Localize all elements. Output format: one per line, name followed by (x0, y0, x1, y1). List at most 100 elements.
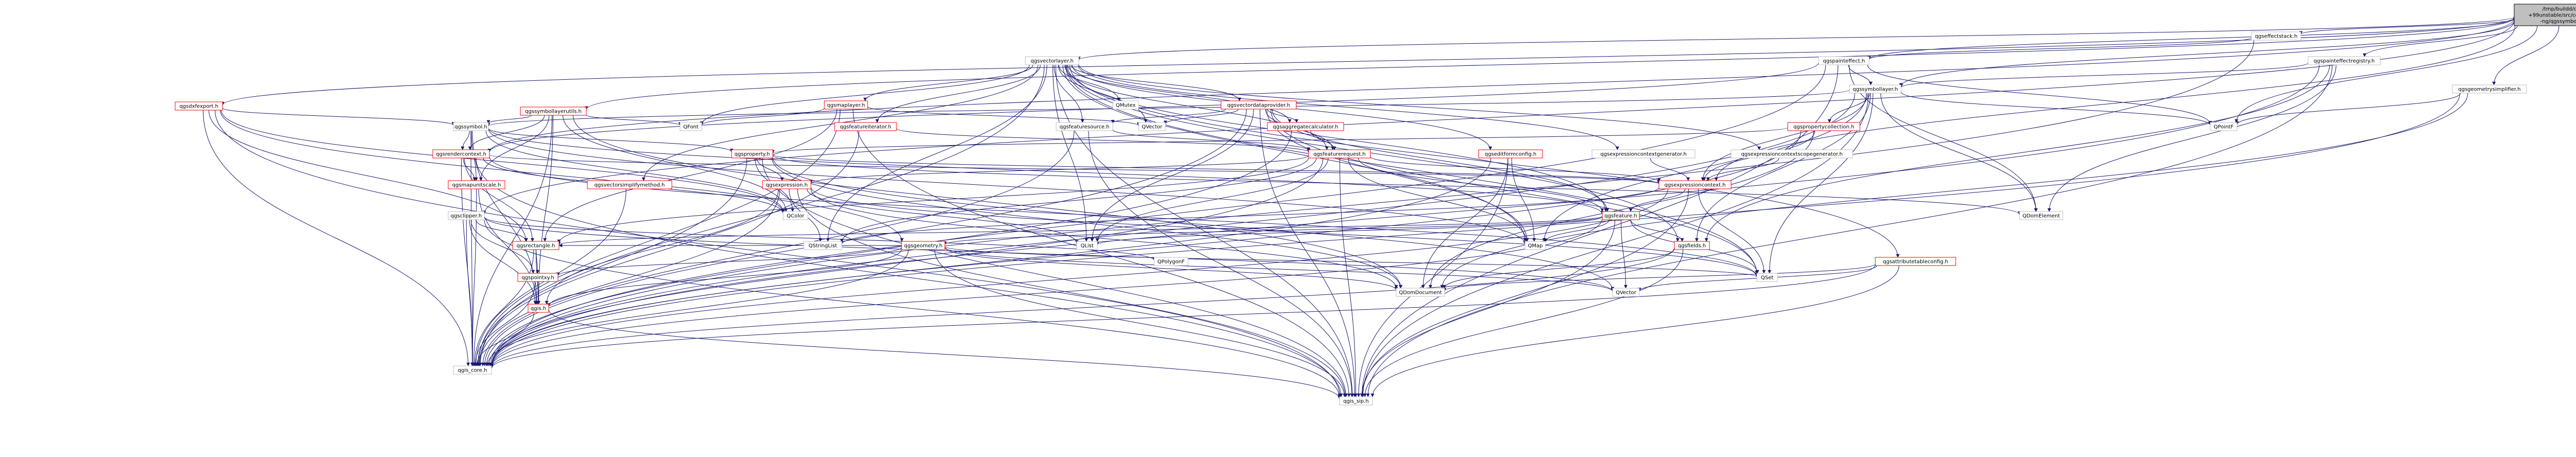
node-qgsaggregatecalculator[interactable]: qgsaggregatecalculator.h (1267, 122, 1344, 131)
edge-qgsexpression-to-qset (810, 187, 1759, 277)
node-qgsexpressioncontext[interactable]: qgsexpressioncontext.h (1658, 180, 1732, 189)
edge-qgssymbollayer-to-qgis_sip (1361, 93, 1869, 397)
node-qset[interactable]: QSet (1756, 273, 1778, 282)
node-label-qgssymbollayerutils: qgssymbollayerutils.h (525, 109, 582, 115)
node-qpolygonf[interactable]: QPolygonF (1154, 257, 1189, 266)
edge-qgsgeometrysimplifier-to-qgis_core (489, 93, 2461, 368)
edge-qgssymbollayer-to-qset (1768, 93, 1873, 274)
node-qgsgeometrysimplifier[interactable]: qgsgeometrysimplifier.h (2452, 84, 2527, 94)
edge-qgsclipper-to-qgis_core (466, 219, 474, 366)
node-qgspainteffectregistry[interactable]: qgspainteffectregistry.h (2308, 56, 2381, 65)
node-label-qgsvectordataprovider: qgsvectordataprovider.h (1227, 103, 1290, 109)
node-qgssymbollayer[interactable]: qgssymbollayer.h (1849, 84, 1902, 94)
node-qfont[interactable]: QFont (680, 122, 702, 131)
node-qgsattributetableconfig[interactable]: qgsattributetableconfig.h (1875, 257, 1956, 266)
node-qgsfeaturesource[interactable]: qgsfeaturesource.h (1056, 122, 1113, 131)
node-qgssymbol[interactable]: qgssymbol.h (453, 122, 489, 131)
node-qgsclipper[interactable]: qgsclipper.h (448, 211, 485, 220)
edge-qgsfeature-to-qgis_sip (1360, 219, 1616, 397)
node-qgsfields[interactable]: qgsfields.h (1674, 241, 1710, 250)
node-label-qgsfeaturesource: qgsfeaturesource.h (1060, 125, 1110, 130)
edge-qgsvectordataprovider-to-qgsfeaturesource (1111, 109, 1226, 124)
node-qgsexpression[interactable]: qgsexpression.h (762, 180, 811, 189)
node-label-qlist: QList (1080, 243, 1093, 249)
node-qgsdxfexport[interactable]: qgsdxfexport.h (175, 101, 223, 111)
node-label-qcolor: QColor (787, 214, 805, 219)
edge-qgsfeaturerequest-to-qgsrectangle (557, 157, 1309, 243)
node-qgsexpressioncontextscopegenerator[interactable]: qgsexpressioncontextscopegenerator.h (1731, 149, 1853, 159)
node-qgis_sip[interactable]: qgis_sip.h (1339, 396, 1373, 406)
node-qgsvectorsimplifymethod[interactable]: qgsvectorsimplifymethod.h (587, 180, 672, 189)
node-box-qgsproperty (731, 149, 773, 159)
node-qmap[interactable]: QMap (1524, 241, 1546, 250)
edge-qgsrendercontext-to-qgis_core (461, 157, 474, 366)
edge-qgsfeature-to-qgsgeometry (943, 216, 1603, 245)
node-qlist[interactable]: QList (1076, 241, 1098, 250)
node-label-root: /tmp/buildd/qgis-1.8.0 (2543, 7, 2576, 12)
edge-qgsvectorlayer-to-qgsexpressioncontextgenerator (1078, 64, 1619, 150)
edge-qgsfeaturerequest-to-qgsexpressioncontext (1370, 156, 1661, 182)
node-label-qgis: qgis.h (531, 306, 546, 312)
node-box-qgspainteffectregistry (2308, 56, 2381, 65)
node-qgsrectangle[interactable]: qgsrectangle.h (512, 241, 560, 250)
node-qgspainteffect[interactable]: qgspainteffect.h (1818, 56, 1870, 65)
node-qgsvectordataprovider[interactable]: qgsvectordataprovider.h (1221, 100, 1297, 110)
node-label-qdomelement: QDomElement (2023, 214, 2060, 219)
edge-qgsattributetableconfig-to-qgis_core (489, 264, 1876, 369)
edge-qgsvectorlayer-to-qfont (700, 64, 1030, 125)
edge-qgsfeaturesource-to-qgsfeaturerequest (1112, 129, 1311, 151)
node-label-qgsexpressioncontext: qgsexpressioncontext.h (1664, 183, 1725, 188)
node-qgis[interactable]: qgis.h (528, 304, 549, 313)
node-qgsvectorlayer[interactable]: qgsvectorlayer.h (1025, 56, 1079, 65)
edge-root-to-qgspainteffectregistry (2363, 25, 2518, 57)
node-qgseditformconfig[interactable]: qgseditformconfig.h (1478, 149, 1543, 159)
node-qgsexpressioncontextgenerator[interactable]: qgsexpressioncontextgenerator.h (1591, 149, 1696, 159)
node-label-qgsfeaturerequest: qgsfeaturerequest.h (1313, 152, 1366, 157)
node-label-qgsvectorlayer: qgsvectorlayer.h (1030, 59, 1073, 64)
node-qgis_core[interactable]: qgis_core.h (453, 365, 492, 375)
node-box-qfont (680, 122, 702, 131)
edge-qgsfeaturerequest-to-qstringlist (840, 157, 1317, 243)
node-qcolor[interactable]: QColor (783, 211, 808, 220)
node-qvector[interactable]: QVector (1138, 122, 1166, 131)
edge-qgsaggregatecalculator-to-qgsfeaturerequest (1310, 130, 1336, 150)
node-label-qgseffectstack: qgseffectstack.h (2255, 34, 2298, 40)
edge-qgsvectordataprovider-to-qgis_sip (1260, 109, 1357, 397)
node-qstringlist[interactable]: QStringList (803, 241, 842, 250)
edge-qgsdxfexport-to-qgssymbol (222, 108, 455, 126)
edge-qgsvectorlayer-to-qgis_core (478, 64, 1045, 366)
node-qgsproperty[interactable]: qgsproperty.h (731, 149, 773, 159)
node-qmutex[interactable]: QMutex (1112, 100, 1139, 110)
node-box-root (2514, 4, 2576, 26)
node-qgsfeature[interactable]: qgsfeature.h (1602, 211, 1640, 220)
node-qgspointxy[interactable]: qgspointxy.h (517, 273, 558, 282)
node-qgsgeometry[interactable]: qgsgeometry.h (901, 241, 945, 250)
node-qgssymbollayerutils[interactable]: qgssymbollayerutils.h (520, 107, 587, 116)
node-qgspropertycollection[interactable]: qgspropertycollection.h (1787, 122, 1860, 131)
edge-qgsexpressioncontextgenerator-to-qgsexpressioncontext (1650, 157, 1690, 181)
edge-qgsfeature-to-qgsrectangle (557, 216, 1603, 245)
edge-qgsproperty-to-qgsexpression (756, 157, 784, 181)
edge-qgsclipper-to-qgsrectangle (476, 219, 528, 242)
edge-qgseffectstack-to-qgspainteffect (1867, 37, 2252, 60)
node-qgseffectstack[interactable]: qgseffectstack.h (2251, 31, 2301, 41)
edge-qgssymbollayerutils-to-qgsrendercontext (468, 115, 545, 150)
node-qgsmapunitscale[interactable]: qgsmapunitscale.h (448, 180, 505, 189)
node-qvector2[interactable]: QVector (1612, 288, 1640, 297)
edge-qgssymbollayerutils-to-qgssymbol (486, 115, 532, 124)
edge-qgsvectorlayer-to-qgsfields (1066, 64, 1680, 242)
edge-qgssymbollayerutils-to-qfont (586, 114, 682, 126)
node-label-qgsgeometry: qgsgeometry.h (904, 243, 942, 249)
node-label-qgsfeatureiterator: qgsfeatureiterator.h (840, 125, 891, 130)
node-qdomdocument[interactable]: QDomDocument (1396, 288, 1445, 297)
edge-qgspainteffectregistry-to-qgssymbollayer (1899, 62, 2309, 88)
node-qgsfeaturerequest[interactable]: qgsfeaturerequest.h (1308, 149, 1371, 159)
node-qpointf[interactable]: QPointF (2210, 122, 2238, 131)
node-qgsmaplayer[interactable]: qgsmaplayer.h (824, 100, 868, 110)
node-qgsfeatureiterator[interactable]: qgsfeatureiterator.h (834, 122, 897, 131)
edge-root-to-qgseffectstack (2299, 19, 2515, 35)
node-qgsrendercontext[interactable]: qgsrendercontext.h (432, 149, 490, 159)
node-label-qgssymbol: qgssymbol.h (454, 125, 487, 130)
node-root: /tmp/buildd/qgis-1.8.0+99unstable/src/co… (2514, 4, 2576, 26)
node-qdomelement[interactable]: QDomElement (2019, 211, 2063, 220)
